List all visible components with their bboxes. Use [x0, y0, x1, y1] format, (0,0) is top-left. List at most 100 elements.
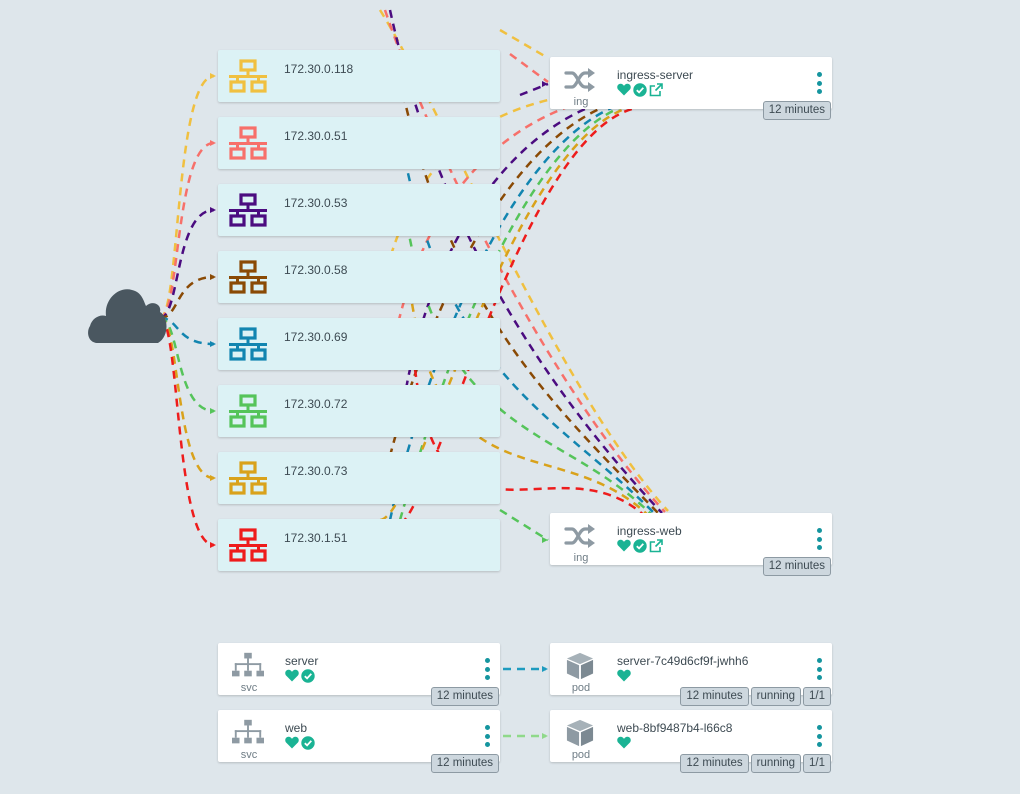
- ip-address: 172.30.0.73: [284, 464, 348, 478]
- edge-arrow: [542, 666, 548, 672]
- service-web-card[interactable]: svc web 12 minutes: [218, 710, 500, 773]
- ingress-web-inbound-edge: [499, 508, 549, 542]
- ip-node[interactable]: 172.30.0.72: [218, 385, 500, 437]
- check-circle-icon: [301, 736, 315, 750]
- kind-label: pod: [571, 682, 591, 694]
- edge-arrow: [210, 341, 216, 347]
- status-badge: running: [750, 754, 801, 773]
- kind-label: svc: [240, 682, 258, 694]
- ip-node[interactable]: 172.30.0.58: [218, 251, 500, 303]
- kind-label: ing: [573, 96, 589, 108]
- age-badge: 12 minutes: [680, 754, 749, 773]
- network-icon: [229, 59, 267, 93]
- network-icon: [229, 461, 267, 495]
- ip-node[interactable]: 172.30.0.118: [218, 50, 500, 102]
- heart-icon: [617, 83, 631, 96]
- network-icon: [229, 260, 267, 294]
- kind-label: pod: [571, 749, 591, 761]
- kebab-menu-icon[interactable]: [816, 72, 822, 94]
- edge-arrow: [210, 274, 216, 280]
- ingress-name: ingress-web: [617, 524, 682, 538]
- age-badge: 12 minutes: [430, 754, 499, 773]
- cloud-to-ip-edge: [159, 316, 215, 547]
- cloud-to-ip-edge: [159, 141, 215, 320]
- ingress-server-card[interactable]: ing ingress-server 12 minutes: [550, 57, 832, 120]
- edge-arrow: [210, 73, 216, 79]
- ip-node[interactable]: 172.30.0.73: [218, 452, 500, 504]
- external-link-icon[interactable]: [649, 83, 663, 97]
- edge-arrow: [210, 408, 216, 414]
- heart-icon: [617, 736, 631, 749]
- cube-icon: [566, 719, 594, 747]
- pod-name: server-7c49d6cf9f-jwhh6: [617, 654, 749, 668]
- ip-to-ingress-web-edge: [413, 368, 648, 519]
- kebab-menu-icon[interactable]: [816, 528, 822, 550]
- age-badge: 12 minutes: [762, 557, 831, 576]
- ip-address: 172.30.0.72: [284, 397, 348, 411]
- kebab-menu-icon[interactable]: [484, 658, 490, 680]
- cloud-to-ip-edge: [159, 316, 215, 346]
- age-badge: 12 minutes: [680, 687, 749, 706]
- service-server-card[interactable]: svc server 12 minutes: [218, 643, 500, 706]
- network-icon: [229, 126, 267, 160]
- heart-icon: [617, 539, 631, 552]
- pod-server-card[interactable]: pod server-7c49d6cf9f-jwhh6 12 minutes r…: [550, 643, 832, 706]
- age-badge: 12 minutes: [762, 101, 831, 120]
- edge-arrow: [210, 207, 216, 213]
- cloud-icon: [88, 289, 167, 343]
- network-icon: [229, 394, 267, 428]
- ready-badge: 1/1: [803, 687, 831, 706]
- ready-badge: 1/1: [803, 754, 831, 773]
- cloud-to-ip-edge: [159, 208, 215, 320]
- heart-icon: [285, 736, 299, 749]
- status-badge: running: [750, 687, 801, 706]
- kebab-menu-icon[interactable]: [816, 725, 822, 747]
- pod-web-card[interactable]: pod web-8bf9487b4-l66c8 12 minutes runni…: [550, 710, 832, 773]
- check-circle-icon: [633, 83, 647, 97]
- service-name: web: [285, 721, 308, 735]
- ip-node[interactable]: 172.30.0.53: [218, 184, 500, 236]
- kebab-menu-icon[interactable]: [484, 725, 490, 747]
- kebab-menu-icon[interactable]: [816, 658, 822, 680]
- cloud-to-ip-edge: [159, 74, 215, 320]
- edge-arrow: [210, 475, 216, 481]
- ip-address: 172.30.1.51: [284, 531, 348, 545]
- ingress-server-inbound-edge: [509, 52, 549, 84]
- ingress-web-card[interactable]: ing ingress-web 12 minutes: [550, 513, 832, 576]
- shuffle-icon: [564, 68, 595, 92]
- check-circle-icon: [633, 539, 647, 553]
- edge-arrow: [542, 733, 548, 739]
- check-circle-icon: [301, 669, 315, 683]
- cloud-to-ip-edge: [159, 316, 215, 480]
- cube-icon: [566, 652, 594, 680]
- ingress-server-inbound-edge: [499, 28, 549, 60]
- kind-label: ing: [573, 552, 589, 564]
- age-badge: 12 minutes: [430, 687, 499, 706]
- ingress-server-inbound-edge: [519, 82, 549, 97]
- hierarchy-icon: [232, 652, 264, 677]
- ip-address: 172.30.0.69: [284, 330, 348, 344]
- ip-address: 172.30.0.58: [284, 263, 348, 277]
- hierarchy-icon: [232, 719, 264, 744]
- external-link-icon[interactable]: [649, 539, 663, 553]
- ip-address: 172.30.0.53: [284, 196, 348, 210]
- shuffle-icon: [564, 524, 595, 548]
- ip-node[interactable]: 172.30.1.51: [218, 519, 500, 571]
- edge-arrow: [210, 140, 216, 146]
- ip-address: 172.30.0.118: [284, 62, 354, 76]
- ip-node[interactable]: 172.30.0.51: [218, 117, 500, 169]
- heart-icon: [617, 669, 631, 682]
- edge-arrow: [542, 537, 548, 543]
- cloud-to-ip-edge: [159, 275, 215, 320]
- network-icon: [229, 327, 267, 361]
- network-icon: [229, 193, 267, 227]
- edge-arrow: [542, 81, 548, 87]
- kind-label: svc: [240, 749, 258, 761]
- service-name: server: [285, 654, 319, 668]
- ingress-name: ingress-server: [617, 68, 694, 82]
- edge-arrow: [210, 542, 216, 548]
- ip-address: 172.30.0.51: [284, 129, 348, 143]
- ip-node[interactable]: 172.30.0.69: [218, 318, 500, 370]
- network-icon: [229, 528, 267, 562]
